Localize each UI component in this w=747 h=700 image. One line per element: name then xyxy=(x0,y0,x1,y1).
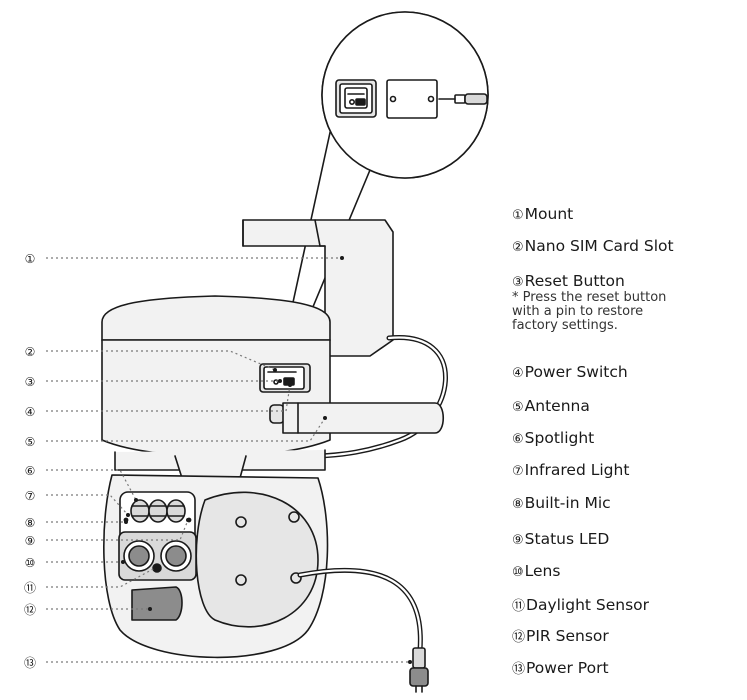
legend-item-spotlight: ⑥Spotlight xyxy=(512,429,594,449)
power-cable xyxy=(297,567,429,693)
leader-dots xyxy=(121,256,412,664)
legend-label: Status LED xyxy=(524,530,610,548)
legend-num: ⑥ xyxy=(512,432,524,447)
legend-item-antenna: ⑤Antenna xyxy=(512,397,590,417)
legend-item-built-in-mic: ⑧Built-in Mic xyxy=(512,494,611,514)
legend-item-lens: ⑩Lens xyxy=(512,562,560,582)
callout-3: ③ xyxy=(25,375,36,389)
legend-label: Power Switch xyxy=(524,363,628,381)
callout-5: ⑤ xyxy=(25,435,36,449)
legend-label: Mount xyxy=(524,205,574,223)
legend-item-daylight-sensor: ⑪Daylight Sensor xyxy=(512,596,649,616)
legend-item-sim-slot: ②Nano SIM Card Slot xyxy=(512,237,674,257)
callout-2: ② xyxy=(25,345,36,359)
legend-label: Reset Button xyxy=(524,272,625,290)
legend-item-status-led: ⑨Status LED xyxy=(512,530,609,550)
legend-num: ⑤ xyxy=(512,400,524,415)
callout-12: ⑫ xyxy=(24,603,36,617)
legend-item-power-port: ⑬Power Port xyxy=(512,659,609,679)
legend-item-mount: ①Mount xyxy=(512,205,573,225)
legend-num: ⑧ xyxy=(512,497,524,512)
legend-num: ⑪ xyxy=(512,599,526,614)
legend-num: ⑩ xyxy=(512,565,524,580)
legend-label: Daylight Sensor xyxy=(526,596,650,614)
legend-label: PIR Sensor xyxy=(526,627,609,645)
callout-numbers: ① ② ③ ④ ⑤ ⑥ ⑦ ⑧ ⑨ ⑩ ⑪ ⑫ ⑬ xyxy=(24,252,36,670)
legend-num: ① xyxy=(512,208,524,223)
legend-num: ⑨ xyxy=(512,533,524,548)
legend-label: Infrared Light xyxy=(524,461,630,479)
antenna xyxy=(269,402,445,434)
legend-num: ⑫ xyxy=(512,630,526,645)
legend-label: Nano SIM Card Slot xyxy=(524,237,674,255)
callout-1: ① xyxy=(25,252,36,266)
legend-num: ② xyxy=(512,240,524,255)
callout-4: ④ xyxy=(25,405,36,419)
callout-9: ⑨ xyxy=(25,534,36,548)
legend-label: Antenna xyxy=(524,397,590,415)
legend-label: Built-in Mic xyxy=(524,494,611,512)
front-face xyxy=(118,491,197,621)
mount xyxy=(242,219,394,357)
legend-label: Power Port xyxy=(526,659,609,677)
legend-item-reset-button: ③Reset Button xyxy=(512,272,625,292)
legend-num: ③ xyxy=(512,275,524,290)
callout-8: ⑧ xyxy=(25,516,36,530)
legend-num: ⑦ xyxy=(512,464,524,479)
callout-10: ⑩ xyxy=(25,556,36,570)
legend-label: Spotlight xyxy=(524,429,595,447)
legend-item-infrared-light: ⑦Infrared Light xyxy=(512,461,629,481)
leader-lines xyxy=(46,257,410,663)
callout-11: ⑪ xyxy=(24,581,36,595)
callout-6: ⑥ xyxy=(25,464,36,478)
callout-7: ⑦ xyxy=(25,489,36,503)
legend-label: Lens xyxy=(524,562,561,580)
legend-num: ⑬ xyxy=(512,662,526,677)
callout-13: ⑬ xyxy=(24,656,36,670)
legend-num: ④ xyxy=(512,366,524,381)
legend-item-power-switch: ④Power Switch xyxy=(512,363,628,383)
reset-note: * Press the reset button with a pin to r… xyxy=(512,290,667,333)
legend-item-pir-sensor: ⑫PIR Sensor xyxy=(512,627,609,647)
